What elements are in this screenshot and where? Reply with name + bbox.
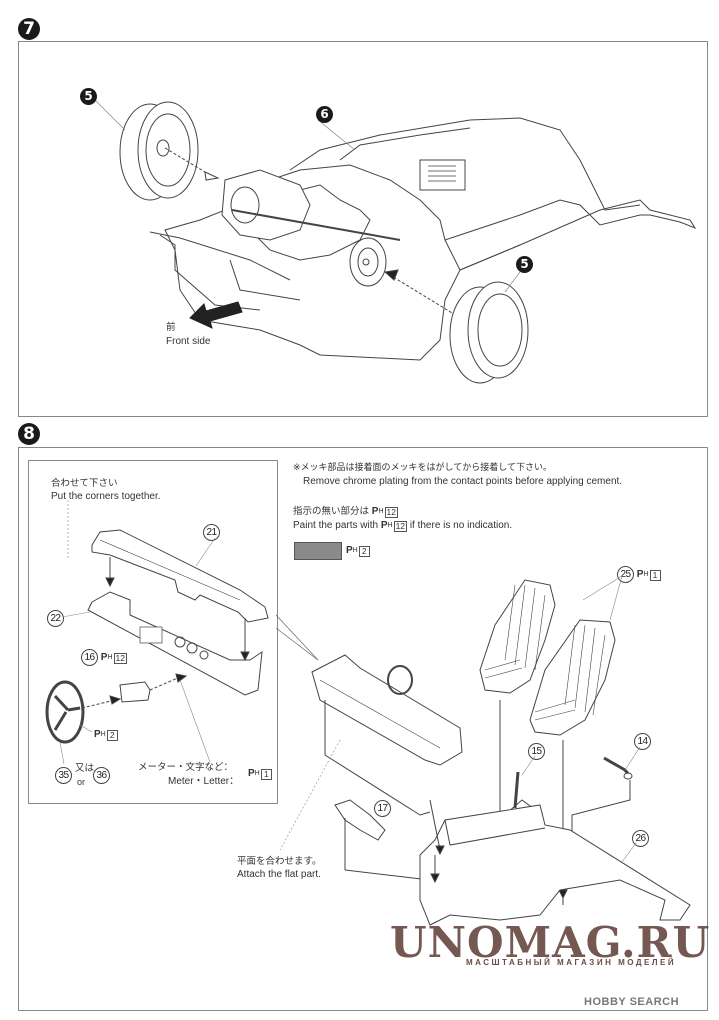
floor-pan-26-drawing [419,804,691,926]
callout-part-17: 17 [374,800,391,817]
chrome-note-en: Remove chrome plating from the contact p… [303,476,623,487]
steering-column-16-drawing [119,681,151,703]
paint-code: 12 [393,520,408,532]
paint-code: 2 [106,729,118,741]
meter-letter-jp: メーター・文字など： [138,762,234,773]
paint-sub: H [643,571,649,578]
paint-sub: H [107,654,113,661]
dash-assembly-drawing [311,654,463,766]
corners-note-jp: 合わせて下さい [51,478,118,489]
front-wheel-drawing [119,101,199,201]
paint-prefix: P [248,768,255,779]
meter-letter-en: Meter・Letter： [168,776,240,787]
paint-sub: H [387,522,393,529]
paint-sub: H [378,508,384,515]
unomag-watermark: UNOMAG.RU [390,918,711,967]
corners-note-en: Put the corners together. [51,491,161,502]
paint-code: 12 [113,652,127,664]
paint-prefix: P [636,569,644,580]
seat-25-left-drawing [479,579,556,694]
step-8-badge: 8 [18,423,40,445]
callout-part-26: 26 [632,830,649,847]
callout-part-22: 22 [47,610,64,627]
paint-prefix: P [371,506,379,517]
front-side-label-jp: 前 [166,322,176,333]
seat-25-right-drawing [529,619,616,736]
paint-sub: H [254,770,260,777]
default-paint-en-prefix: Paint the parts with [293,520,379,531]
paint-prefix: P [100,652,108,663]
paint-code: 1 [260,768,272,780]
steering-wheel-drawing [45,680,85,744]
flat-part-note-jp: 平面を合わせます。 [237,856,322,867]
bracket-17-drawing [334,799,386,841]
paint-prefix: P [380,520,388,531]
callout-part-21: 21 [203,524,220,541]
chassis-drawing [149,117,697,361]
callout-part-5-front-wheel: 5 [80,88,97,105]
gray-paint-swatch [294,542,342,560]
paint-sub: H [352,547,358,554]
callout-part-5-rear-wheel: 5 [516,256,533,273]
paint-sub: H [100,731,106,738]
callout-part-15: 15 [528,743,545,760]
or-label-jp: 又は [75,763,95,774]
dash-top-21-drawing [91,529,269,623]
paint-code: 12 [384,506,398,518]
callout-part-6-chassis: 6 [316,106,333,123]
paint-code: 1 [649,569,661,581]
default-paint-en-suffix: if there is no indication. [409,520,513,531]
hobby-search-watermark: HOBBY SEARCH [584,996,680,1008]
callout-part-16: 16 [81,649,98,666]
step-7-badge: 7 [18,18,40,40]
flat-part-note-en: Attach the flat part. [237,869,321,880]
callout-part-35: 35 [55,767,72,784]
paint-prefix: P [94,729,101,740]
front-direction-arrow [189,301,243,329]
paint-code: 2 [358,545,370,557]
rear-wheel-drawing [449,281,529,384]
paint-prefix: P [346,545,353,556]
or-label-en: or [77,777,86,787]
callout-part-14: 14 [634,733,651,750]
unomag-watermark-subtitle: МАСШТАБНЫЙ МАГАЗИН МОДЕЛЕЙ [466,958,677,967]
callout-part-36: 36 [93,767,110,784]
chrome-note-jp: ※メッキ部品は接着面のメッキをはがしてから接着して下さい。 [293,463,553,473]
front-side-label-en: Front side [166,336,211,347]
default-paint-jp-text: 指示の無い部分は [293,506,370,517]
